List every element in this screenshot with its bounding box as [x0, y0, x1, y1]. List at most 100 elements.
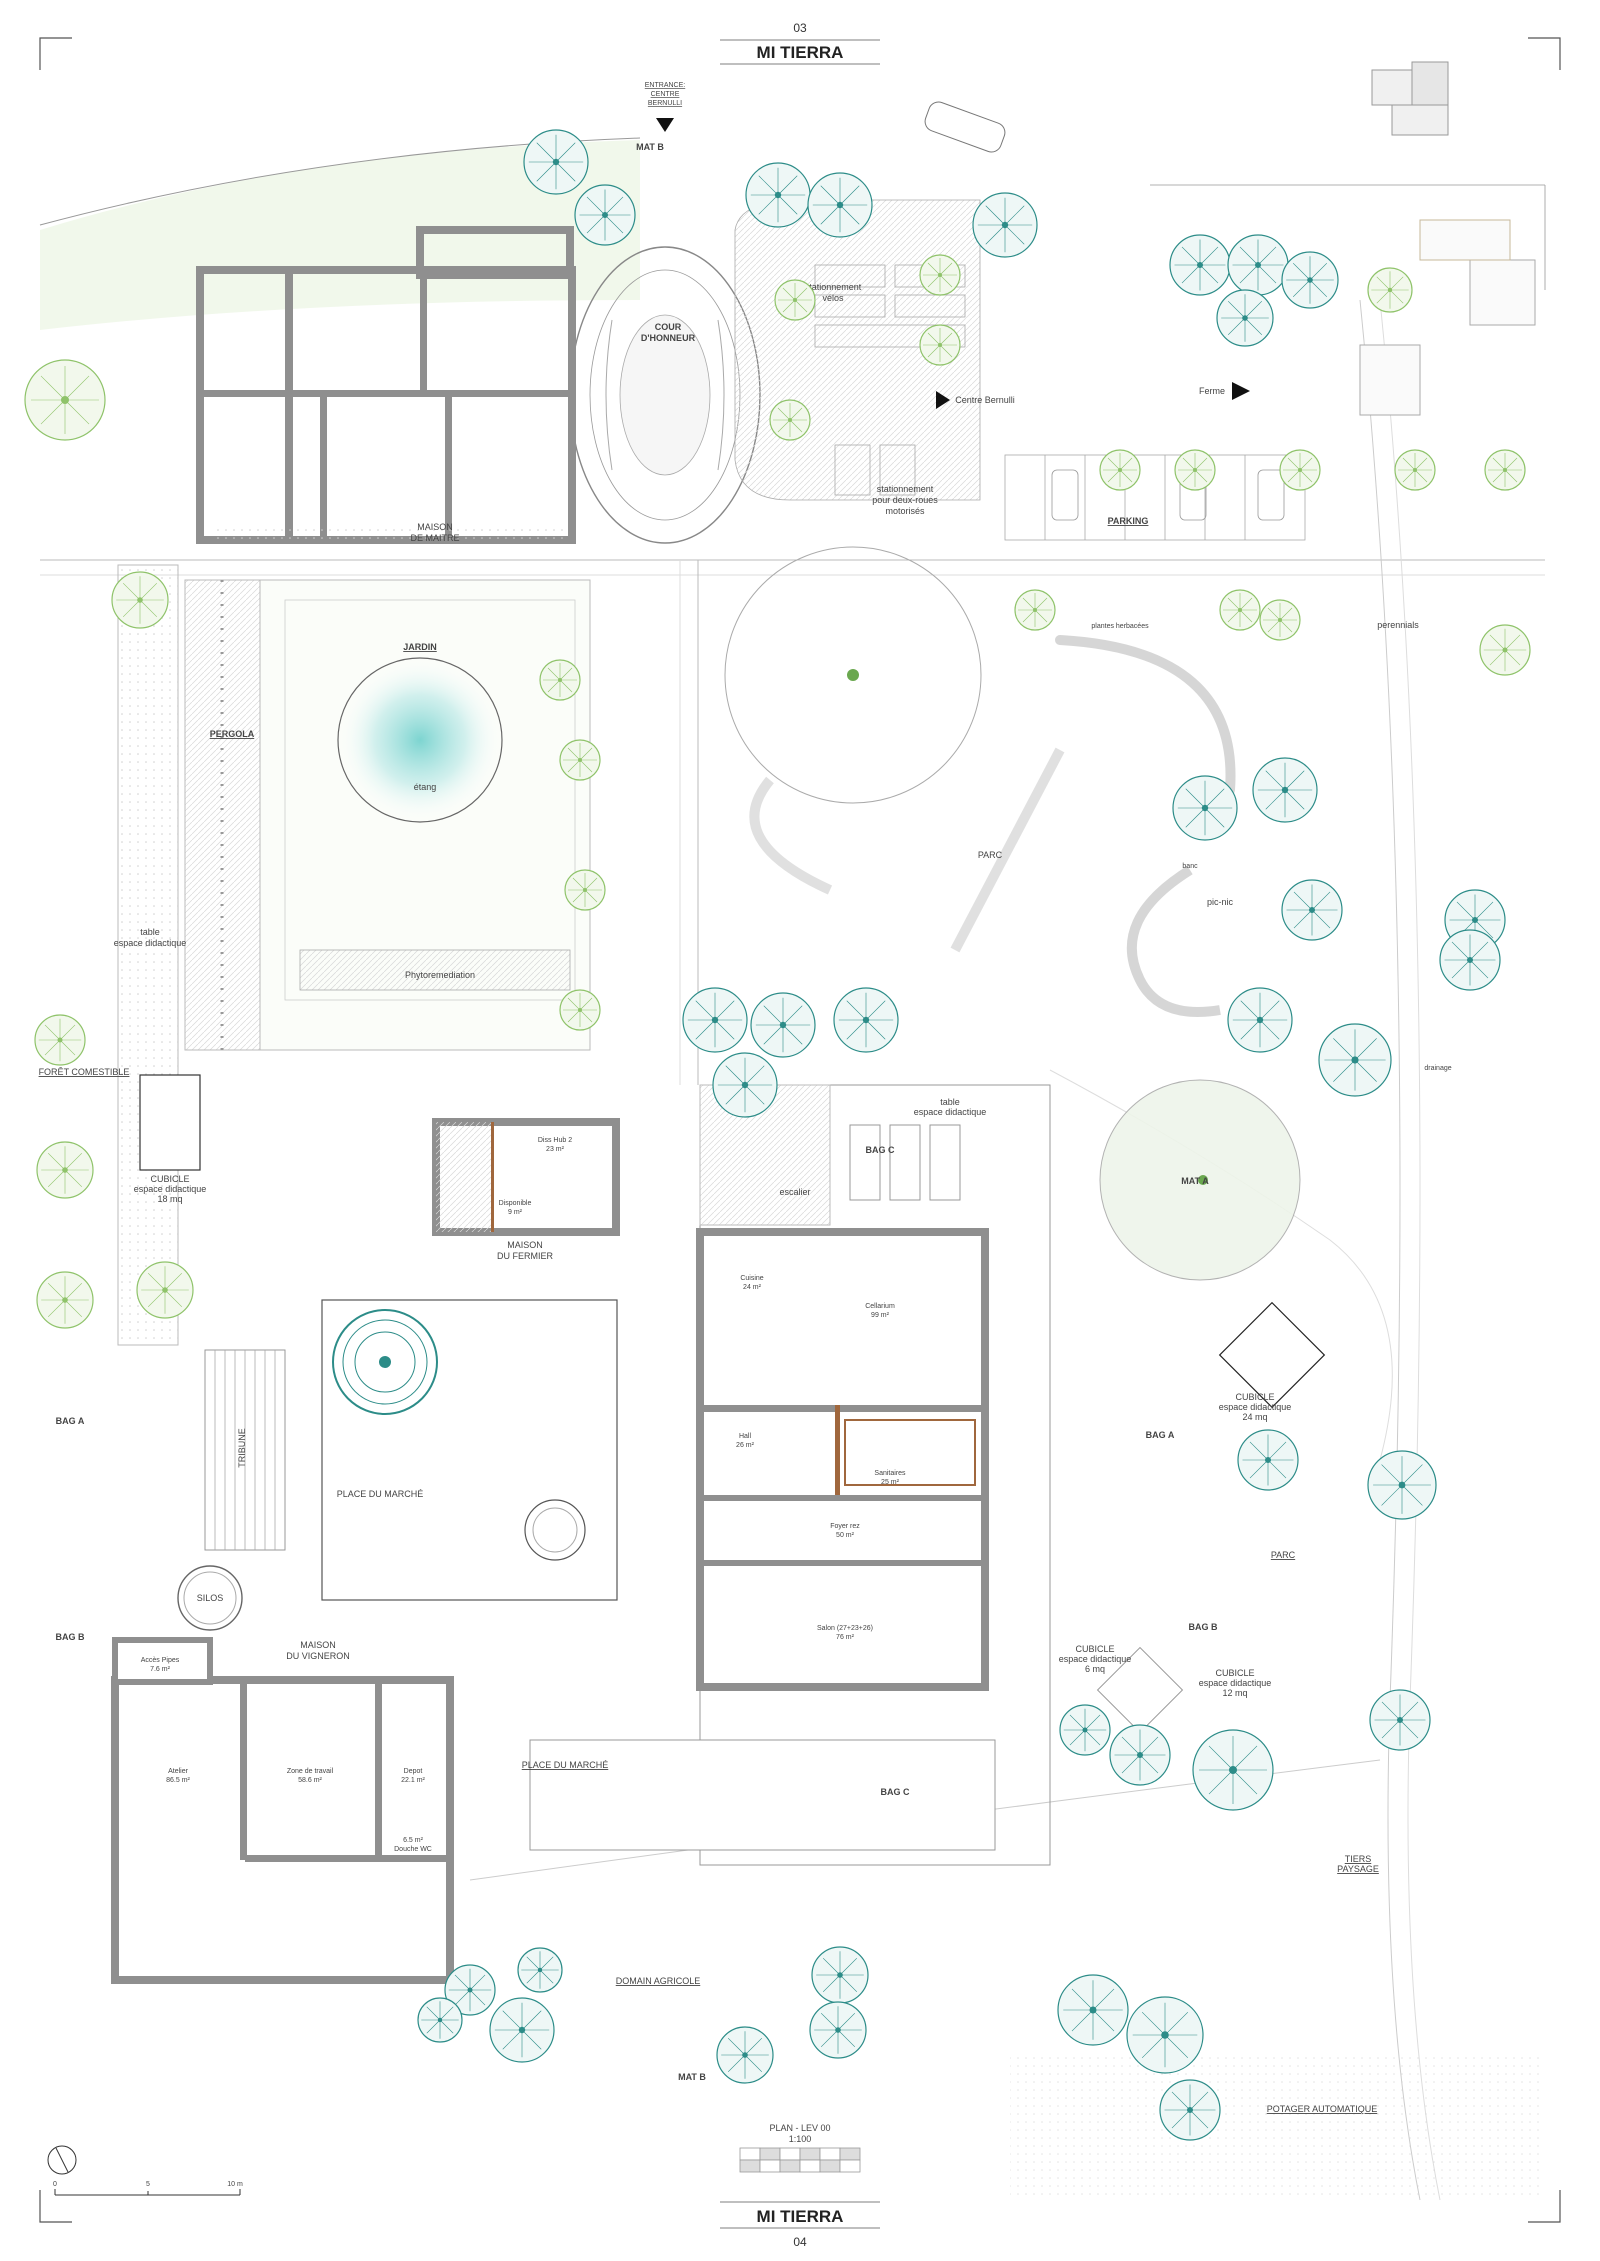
- tree-branch: [572, 877, 586, 891]
- tree-branch: [59, 1024, 76, 1041]
- tree-trunk: [1397, 1717, 1403, 1723]
- tree-branch: [1194, 469, 1208, 483]
- tree-branch: [1249, 1441, 1269, 1461]
- tree-branch: [47, 1299, 66, 1318]
- cubicle2-3: 24 mq: [1242, 1412, 1267, 1422]
- foret-comestible-label: FORÊT COMESTIBLE: [39, 1067, 130, 1077]
- tree-branch: [1309, 262, 1328, 281]
- tree-branch: [1004, 224, 1025, 245]
- tree-trunk: [558, 678, 562, 682]
- tree-branch: [1022, 609, 1036, 623]
- section-bag-a-east: BAG A: [1146, 1430, 1175, 1440]
- tree-trunk: [62, 1297, 68, 1303]
- tree-branch: [985, 205, 1006, 226]
- cubicle4-2: espace didactique: [1199, 1678, 1272, 1688]
- large-tree-parc-north: [724, 546, 982, 804]
- tree-branch: [865, 1019, 886, 1040]
- scalebar-10: 10 m: [227, 2181, 243, 2188]
- tree-branch: [846, 1019, 867, 1040]
- cellarium-label: Cellarium: [865, 1303, 895, 1310]
- section-bag-c-2: BAG C: [881, 1787, 911, 1797]
- tree-branch: [1376, 276, 1391, 291]
- tree-trunk: [467, 1987, 473, 1993]
- ferme-label: Ferme: [1199, 386, 1225, 396]
- tree-branch: [744, 2054, 763, 2073]
- tree-branch: [1402, 469, 1416, 483]
- tree-trunk: [788, 418, 792, 422]
- drainage-label: drainage: [1424, 1065, 1451, 1072]
- tree-branch: [147, 1289, 166, 1308]
- tree-branch: [1164, 2034, 1189, 2059]
- pond: [337, 657, 503, 823]
- tree-branch: [1084, 1729, 1101, 1746]
- tree-branch: [559, 679, 573, 693]
- tree-trunk: [578, 758, 582, 762]
- tree-branch: [1240, 1000, 1261, 1021]
- place-marche-label-1: PLACE DU MARCHÉ: [337, 1489, 424, 1499]
- bike-parking-zone: stationnement vélos stationnement pour d…: [734, 199, 1015, 516]
- tree-trunk: [1242, 315, 1248, 321]
- tree-branch: [567, 997, 581, 1011]
- tree-branch: [1239, 597, 1253, 611]
- tree-branch: [1185, 788, 1206, 809]
- place-du-marche: PLACE DU MARCHÉ: [321, 1299, 618, 1601]
- tree-branch: [714, 1000, 735, 1021]
- tree-branch: [1469, 959, 1489, 979]
- sheet-number-bottom: 04: [793, 2235, 807, 2249]
- tree-trunk: [437, 2017, 443, 2023]
- south-zone: DOMAIN AGRICOLE POTAGER AUTOMATIQUE MAT …: [616, 1976, 1540, 2195]
- tree-branch: [539, 1969, 554, 1984]
- tree-trunk: [602, 212, 608, 218]
- plan-scale-label: 1:100: [789, 2134, 812, 2144]
- tree-branch: [1381, 1464, 1403, 1486]
- tree-branch: [555, 161, 576, 182]
- tree-trunk: [1089, 2006, 1097, 2014]
- tree-branch: [695, 1000, 716, 1021]
- cubicle3-3: 6 mq: [1085, 1664, 1105, 1674]
- car-icon: [924, 101, 1006, 153]
- tree-branch: [1292, 279, 1311, 298]
- tree-trunk: [1387, 287, 1393, 293]
- tree-trunk: [1309, 907, 1315, 913]
- tree-branch: [1240, 1019, 1261, 1040]
- tree-trunk: [938, 273, 942, 277]
- tree-branch: [1389, 276, 1404, 291]
- west-walkway: table espace didactique CUBICLE espace d…: [39, 564, 206, 1346]
- tree-branch: [1092, 2009, 1115, 2032]
- cubicle3-1: CUBICLE: [1075, 1644, 1114, 1654]
- tree-branch: [1204, 807, 1225, 828]
- tree-branch: [837, 2029, 856, 2048]
- tree-branch: [47, 1169, 66, 1188]
- tree-branch: [725, 1065, 746, 1086]
- tree-branch: [1492, 457, 1506, 471]
- tree-branch: [1284, 770, 1305, 791]
- tree-branch: [40, 375, 66, 401]
- tree-branch: [939, 274, 953, 288]
- tree-branch: [782, 287, 796, 301]
- ferme-area: Ferme: [1199, 219, 1536, 416]
- tree-branch: [782, 1024, 803, 1045]
- tree-branch: [1171, 2109, 1191, 2129]
- tree-branch: [782, 1005, 803, 1026]
- tree-branch: [1492, 469, 1506, 483]
- tree-branch: [1299, 469, 1313, 483]
- tree-branch: [559, 667, 573, 681]
- tree-trunk: [1256, 1016, 1264, 1024]
- tree-branch: [1259, 1019, 1280, 1040]
- tree-branch: [1414, 457, 1428, 471]
- tree-trunk: [1161, 2031, 1169, 2039]
- tree-branch: [1182, 457, 1196, 471]
- tree-branch: [939, 344, 953, 358]
- north-green-band: [40, 140, 640, 330]
- tree-branch: [839, 1974, 858, 1993]
- tree-branch: [744, 1065, 765, 1086]
- tree-branch: [1189, 2091, 1209, 2111]
- plantes-herbacees-label: plantes herbacées: [1091, 623, 1149, 630]
- foyer-area: 50 m²: [836, 1532, 855, 1539]
- tree-branch: [521, 2010, 542, 2031]
- pergola-label: PERGOLA: [210, 729, 255, 739]
- tree-branch: [1399, 1701, 1419, 1721]
- tree-branch: [1199, 264, 1219, 284]
- title-block-top: 03 MI TIERRA: [720, 21, 880, 65]
